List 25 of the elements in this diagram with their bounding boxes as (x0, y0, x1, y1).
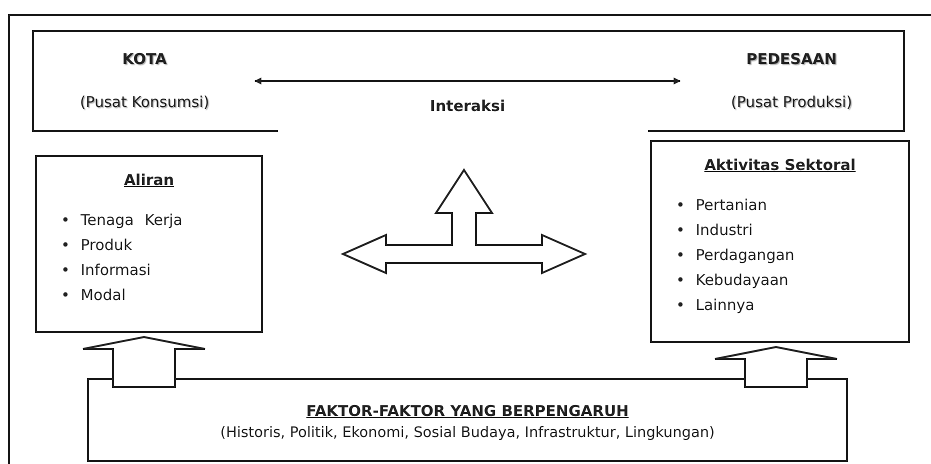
list-item: • Tenaga Kerja (61, 210, 182, 230)
list-item: • Perdagangan (676, 244, 794, 266)
list-box (35, 155, 263, 333)
region-box (680, 30, 905, 132)
factor-list: (Historis, Politik, Ekonomi, Sosial Budaya, Infrastruktur, Lingkungan) (220, 422, 715, 444)
region-subtitle: (Pusat Produksi) (730, 92, 852, 112)
region-box (32, 30, 255, 132)
list-box (650, 140, 910, 343)
region-title: PEDESAAN (746, 49, 837, 70)
region-subtitle: (Pusat Konsumsi) (80, 92, 210, 112)
list-item: • Lainnya (676, 294, 754, 316)
list-item: • Kebudayaan (676, 270, 788, 290)
box-heading: Aktivitas Sektoral (704, 155, 856, 176)
list-item: • Produk (61, 234, 132, 256)
factor-box (87, 378, 848, 462)
box-heading: FAKTOR-FAKTOR YANG BERPENGARUH (306, 401, 629, 422)
list-item: • Modal (61, 284, 126, 306)
list-item: • Informasi (61, 260, 151, 280)
arrow (254, 78, 681, 84)
list-item: • Industri (676, 220, 753, 240)
list-item: • Pertanian (676, 194, 767, 216)
box-heading: Aliran (124, 170, 174, 191)
region-title: KOTA (122, 49, 167, 70)
block-arrow (82, 336, 206, 388)
block-arrow (714, 346, 838, 388)
